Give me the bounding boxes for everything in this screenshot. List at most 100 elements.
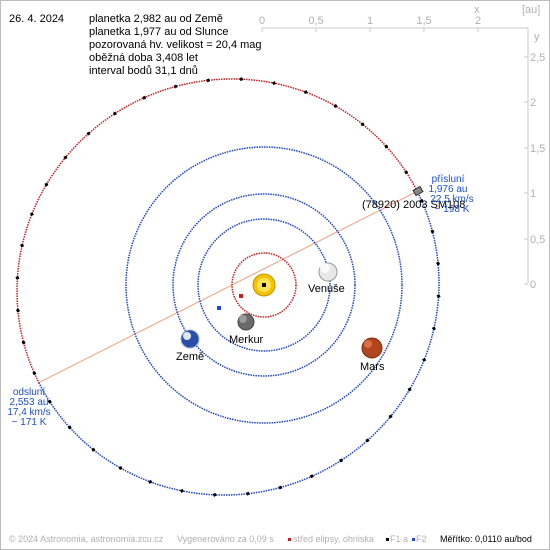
aphelion-title: odsluní: [13, 387, 45, 398]
mars-planet: [361, 337, 383, 359]
perihelion-velocity: 22,5 km/s: [430, 194, 473, 205]
orbit-position-tick: [245, 491, 250, 496]
mars-highlight: [364, 340, 372, 348]
perihelion-info: přísluní 1,976 au 22,5 km/s ~ 198 K: [429, 174, 474, 215]
orbit-position-tick: [419, 198, 424, 203]
orbit-position-tick: [212, 492, 217, 497]
orbit-position-tick: [179, 488, 184, 493]
orbit-position-tick: [339, 458, 344, 463]
orbit-position-tick: [384, 144, 389, 149]
aphelion-info: odsluní 2,553 au 17,4 km/s ~ 171 K: [7, 387, 50, 428]
asteroid-orbit: [15, 77, 441, 497]
apsides-line: [37, 190, 419, 384]
scale-axes: [261, 27, 529, 285]
orbit-position-tick: [63, 155, 68, 160]
perihelion-temperature: ~ 198 K: [435, 204, 470, 215]
orbit-position-tick: [333, 104, 338, 109]
orbit-position-tick: [173, 84, 178, 89]
y-tick-label: 2: [530, 97, 536, 109]
info-interval: interval bodů 31,1 dnů: [89, 65, 198, 77]
footer-legend-center: střed elipsy, ohniska: [293, 534, 374, 544]
orbit-position-tick: [206, 78, 211, 83]
ellipse-center-marker: [239, 294, 243, 298]
mercury-label: Merkur: [229, 334, 264, 346]
x-tick-label: 2: [475, 15, 481, 27]
aphelion-velocity: 17,4 km/s: [7, 407, 50, 418]
orbit-position-tick: [32, 371, 37, 376]
y-tick-label: 2,5: [530, 52, 545, 64]
orbit-position-tick: [67, 425, 72, 430]
orbit-position-tick: [272, 81, 277, 86]
orbit-position-tick: [436, 294, 441, 299]
orbit-position-tick: [388, 414, 393, 419]
orbit-position-tick: [47, 399, 52, 404]
orbit-position-tick: [404, 170, 409, 175]
y-axis-label: y: [534, 31, 540, 43]
orbit-position-tick: [422, 357, 427, 362]
orbit-position-tick: [142, 95, 147, 100]
y-tick-label: 0: [530, 279, 536, 291]
asteroid-marker: [412, 185, 424, 197]
orbit-position-tick: [365, 438, 370, 443]
footer-legend-f1: F1 a: [390, 534, 409, 544]
mercury-orbit: [231, 252, 297, 318]
x-tick-label: 0: [259, 15, 265, 27]
info-distance-earth: planetka 2,982 au od Země: [89, 13, 223, 25]
info-distance-sun: planetka 1,977 au od Slunce: [89, 26, 229, 38]
orbit-position-tick: [431, 326, 436, 331]
perihelion-title: přísluní: [432, 174, 465, 185]
orbit-position-tick: [112, 111, 117, 116]
orbit-position-tick: [118, 465, 123, 470]
orbit-position-tick: [407, 387, 412, 392]
x-axis-label: x: [474, 4, 480, 16]
unit-label: [au]: [522, 4, 540, 16]
orbit-position-tick: [309, 474, 314, 479]
x-tick-label: 1: [367, 15, 373, 27]
orbit-position-tick: [29, 212, 34, 217]
asteroid-label: (78920) 2003 SM108: [362, 199, 465, 211]
focus-f2-marker: [217, 306, 221, 310]
venus-highlight: [320, 263, 330, 273]
venus-label: Venuše: [308, 283, 345, 295]
footer-generated: Vygenerováno za 0,09 s: [177, 534, 274, 544]
orbit-position-tick: [360, 122, 365, 127]
venus-orbit: [197, 218, 331, 352]
mars-orbit: [125, 146, 403, 424]
aphelion-temperature: ~ 171 K: [12, 417, 47, 428]
orbit-position-tick: [436, 261, 441, 266]
y-tick-label: 0,5: [530, 234, 545, 246]
footer-legend-f2: F2: [416, 534, 427, 544]
x-tick-label: 1,5: [416, 15, 431, 27]
orbit-position-tick: [148, 479, 153, 484]
mars-label: Mars: [360, 361, 385, 373]
earth-clouds: [183, 332, 191, 340]
orbit-position-tick: [91, 447, 96, 452]
aphelion-distance: 2,553 au: [10, 397, 49, 408]
legend-center-marker: [288, 538, 291, 541]
orbit-position-tick: [239, 77, 244, 82]
y-tick-label: 1,5: [530, 143, 545, 155]
asteroid-orbit-lower: [38, 191, 440, 496]
x-tick-label: 0,5: [308, 15, 323, 27]
earth-planet: [180, 329, 200, 349]
legend-f2-marker: [412, 538, 415, 541]
info-block: planetka 2,982 au od Země planetka 1,977…: [89, 13, 262, 78]
perihelion-distance: 1,976 au: [429, 184, 468, 195]
footer-copyright: © 2024 Astronomia, astronomia.zcu.cz: [9, 534, 164, 544]
info-magnitude: pozorovaná hv. velikost = 20,4 mag: [89, 39, 262, 51]
orbit-position-tick: [430, 229, 435, 234]
y-tick-label: 1: [530, 188, 536, 200]
orbit-position-tick: [303, 90, 308, 95]
scale-labels: 0 0,5 1 1,5 2 x [au] y 2,5 2 1,5 1 0,5 0: [259, 4, 545, 291]
footer-scale: Měřítko: 0,0110 au/bod: [440, 534, 532, 544]
date-label: 26. 4. 2024: [9, 13, 65, 25]
orbit-position-tick: [21, 340, 26, 345]
info-period: oběžná doba 3,408 let: [89, 52, 198, 64]
earth-orbit: [172, 193, 356, 377]
orbit-position-tick: [86, 131, 91, 136]
asteroid-orbit-upper: [16, 78, 418, 383]
orbit-position-tick: [278, 485, 283, 490]
orbit-position-tick: [15, 308, 20, 313]
mercury-highlight: [239, 315, 247, 323]
